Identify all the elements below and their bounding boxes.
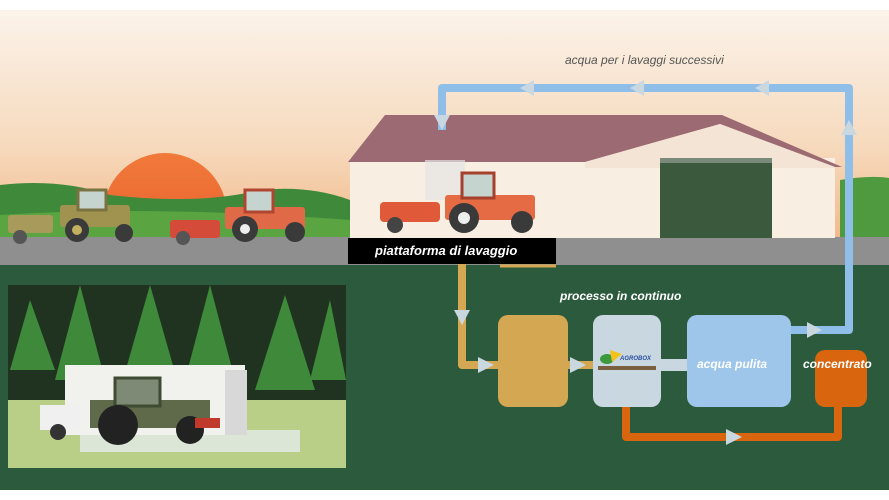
- label-recycle-water: acqua per i lavaggi successivi: [565, 53, 724, 67]
- box-agrobox: [593, 315, 661, 407]
- box-clean-water: [687, 315, 791, 407]
- tractor-olive: [8, 188, 133, 244]
- agrobox-logo: [598, 350, 656, 370]
- water-spray: [425, 160, 465, 200]
- inset-photo-installation: [8, 285, 346, 468]
- pipe-blue-recycle: [438, 84, 853, 334]
- wash-building: [348, 115, 842, 238]
- box-concentrate: [815, 350, 867, 407]
- label-concentrate: concentrato: [803, 357, 872, 371]
- tractor-washing: [380, 171, 535, 233]
- label-wash-platform: piattaforma di lavaggio: [375, 243, 518, 258]
- platform-bar: [348, 238, 556, 264]
- building-door: [660, 162, 772, 238]
- flow-arrows: [434, 80, 857, 445]
- tractor-red: [170, 188, 305, 245]
- label-continuous-process: processo in continuo: [560, 289, 682, 303]
- agrobox-logo-text: AGROBOX: [620, 356, 652, 362]
- box-collection-tank: [498, 315, 568, 407]
- label-clean-water: acqua pulita: [697, 357, 768, 371]
